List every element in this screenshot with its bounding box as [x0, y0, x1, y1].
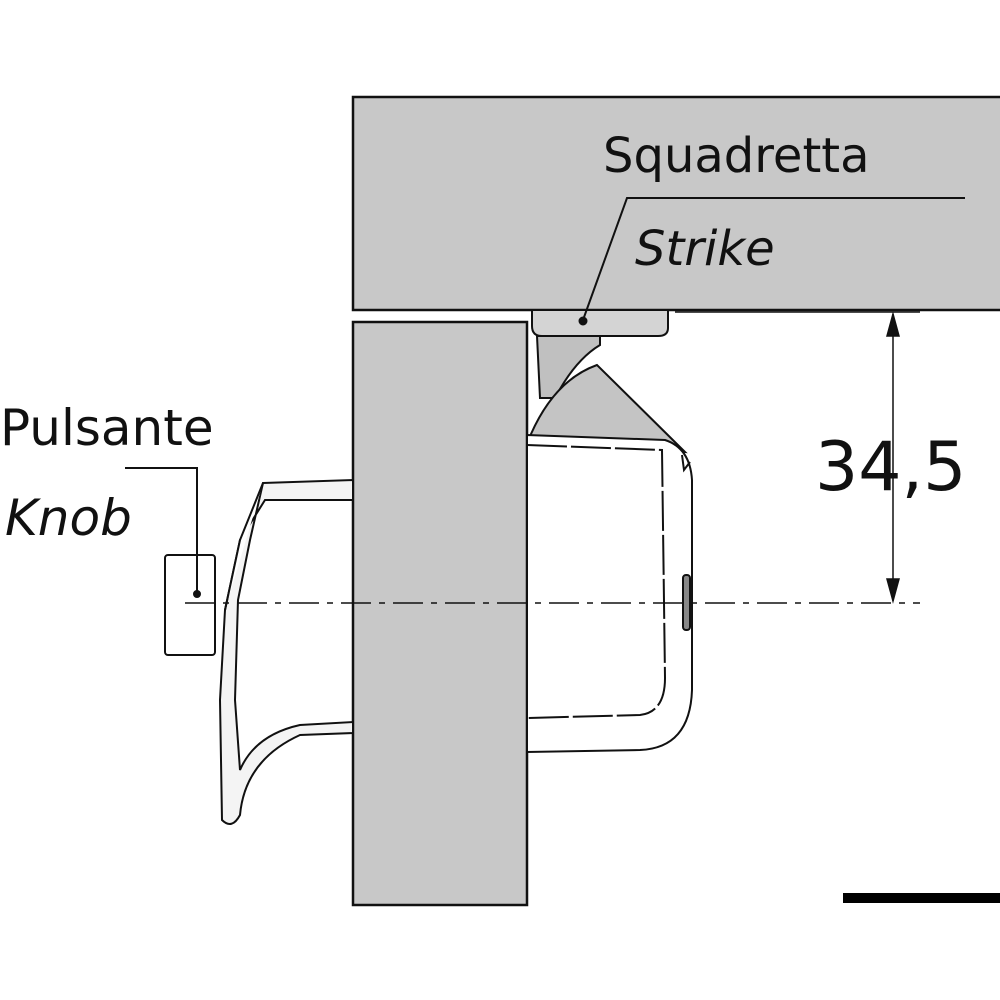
door-panel	[351, 320, 529, 907]
knob-label-italian: Pulsante	[0, 399, 214, 457]
leader-lines	[125, 197, 965, 598]
latch-bolt	[530, 363, 688, 454]
dimension-line	[675, 311, 920, 604]
latch-body	[526, 433, 693, 754]
scale-bar	[843, 893, 1000, 903]
strike-label-italian: Squadretta	[603, 128, 870, 184]
knob-label-english: Knob	[5, 489, 132, 547]
knob	[164, 478, 354, 825]
dimension-label: 34,5	[815, 428, 966, 507]
top-panel	[351, 95, 1000, 312]
strike-label-english: Strike	[635, 221, 775, 277]
strike	[531, 309, 669, 399]
knob-button	[164, 554, 216, 656]
